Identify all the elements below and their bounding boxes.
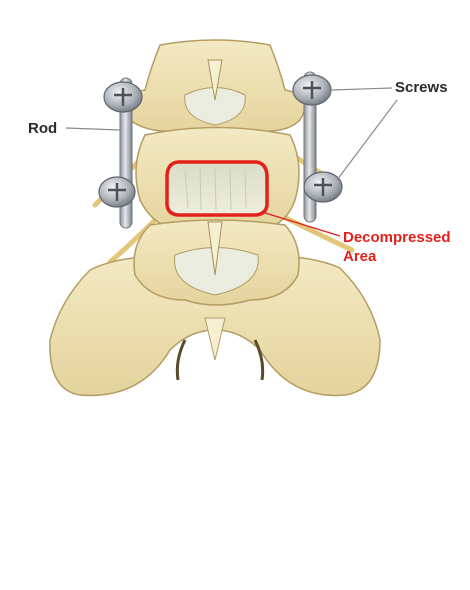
upper-spinous-process [207, 59, 223, 101]
leader-lines [65, 87, 398, 181]
label-decompressed-line2: Area [343, 248, 377, 265]
nerve-root-left-lower [107, 212, 163, 265]
screw-bottom-left [98, 176, 136, 208]
leader-screws-bottom [336, 99, 398, 181]
lower-spinous-process [207, 221, 223, 276]
spinal-canal-texture [184, 167, 247, 211]
screw-top-right [292, 74, 332, 106]
label-rod: Rod [28, 120, 58, 137]
leader-rod [65, 127, 121, 131]
decompressed-area [165, 160, 269, 217]
leader-decompressed [261, 211, 341, 237]
sacral-foramen-right [253, 339, 265, 381]
sacral-crest [204, 317, 226, 361]
leader-screws-top [331, 87, 393, 91]
label-decompressed-line1: Decompressed [343, 229, 451, 246]
screw-top-left [103, 81, 143, 113]
sacral-foramen-left [175, 339, 187, 381]
screw-bottom-right [303, 171, 343, 203]
label-decompressed-area: Decompressed Area [343, 228, 451, 266]
label-screws: Screws [395, 79, 448, 96]
nerve-root-right-lower [277, 212, 355, 253]
